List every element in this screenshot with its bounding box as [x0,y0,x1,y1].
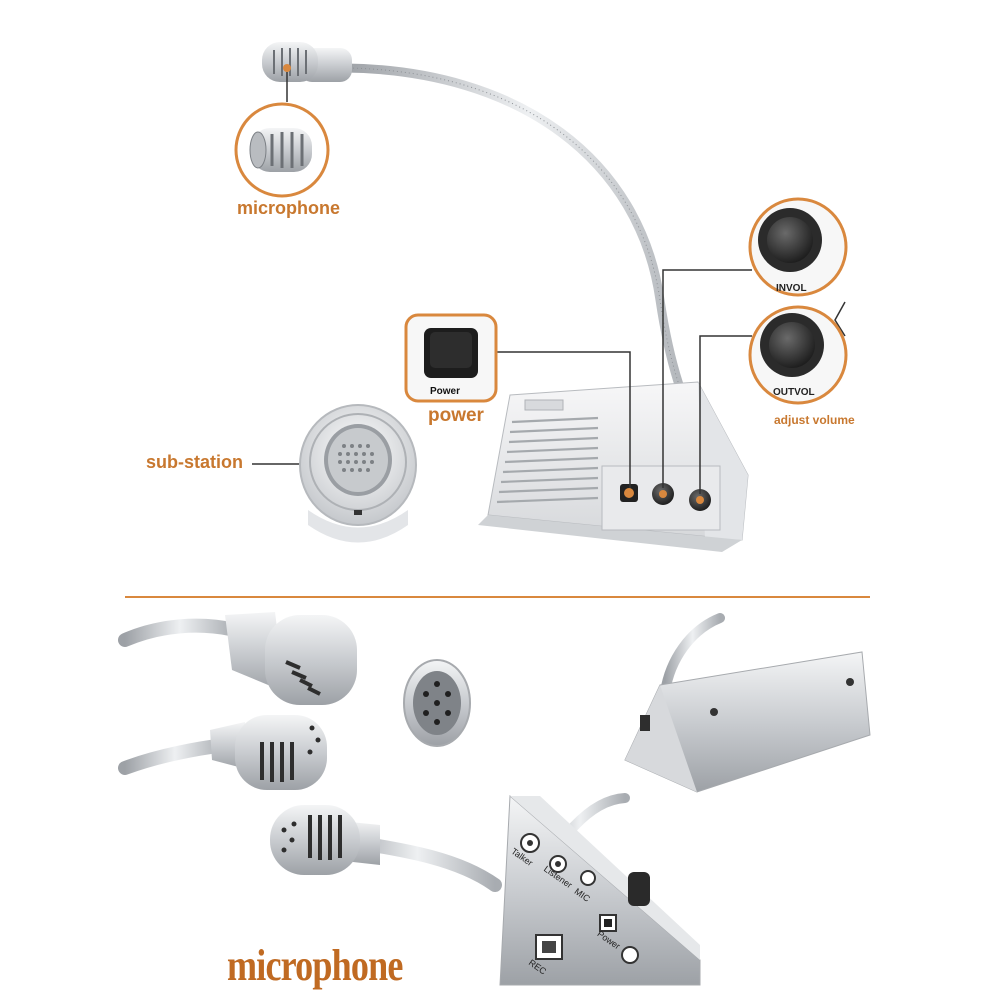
bottom-mic-head-2 [118,715,327,790]
sub-station-label: sub-station [146,452,243,472]
base-unit-side-panel [499,793,701,986]
invol-label: INVOL [776,283,807,294]
mic-front-grille [403,659,471,747]
callout-lines [252,269,846,494]
power-label: power [428,405,484,426]
adjust-volume-label: adjust volume [774,413,855,427]
base-unit-rear-view [624,613,871,793]
outvol-knob-callout [748,305,848,405]
bottom-mic-head-3 [270,805,502,892]
sub-station-speaker [299,404,417,543]
microphone-label: microphone [237,198,341,218]
microphone-zoom-callout [234,102,330,198]
power-key-label: Power [430,386,461,397]
bottom-mic-head-1 [118,612,357,705]
power-button-callout [404,313,498,403]
bottom-microphone-caption: microphone [227,941,403,990]
section-divider [125,596,870,598]
intercom-base-unit [478,381,749,552]
invol-knob-callout [748,197,848,297]
outvol-label: OUTVOL [773,387,815,398]
